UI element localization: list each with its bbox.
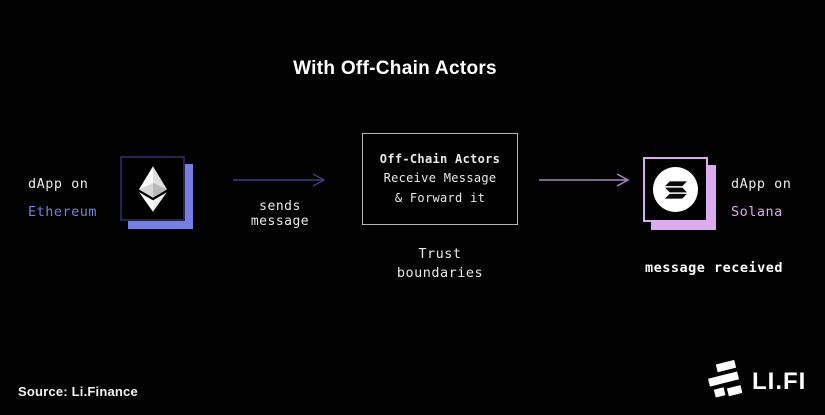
- trust-boundaries-caption: Trust boundaries: [380, 245, 500, 283]
- solana-icon-circle: [653, 167, 698, 212]
- off-chain-actors-line2: Receive Message: [383, 171, 497, 186]
- target-chain-name: Solana: [731, 204, 783, 220]
- off-chain-actors-box: Off-Chain Actors Receive Message & Forwa…: [362, 133, 518, 225]
- lifi-logo-icon: [707, 360, 742, 398]
- source-node-label: dApp on Ethereum: [28, 170, 97, 226]
- source-credit: Source: Li.Finance: [18, 384, 138, 399]
- arrow-sends-message: [233, 173, 326, 187]
- diagram-title: With Off-Chain Actors: [293, 58, 497, 79]
- off-chain-actors-title: Off-Chain Actors: [379, 151, 501, 166]
- ethereum-icon: [138, 165, 167, 212]
- source-node-line1: dApp on: [28, 176, 89, 192]
- lifi-brand-text: LI.FI: [752, 368, 807, 395]
- trust-caption-line2: boundaries: [396, 265, 484, 281]
- source-chain-name: Ethereum: [28, 204, 98, 220]
- target-node-line1: dApp on: [731, 176, 792, 192]
- solana-tile: [643, 157, 708, 222]
- ethereum-tile: [120, 156, 185, 221]
- message-received-caption: message received: [645, 260, 784, 276]
- solana-icon: [664, 180, 687, 199]
- target-node-label: dApp on Solana: [731, 170, 791, 226]
- arrow-forward-message: [539, 173, 630, 187]
- off-chain-actors-line3: & Forward it: [394, 190, 486, 205]
- trust-caption-line1: Trust: [418, 246, 462, 262]
- solana-node: [643, 157, 717, 231]
- ethereum-node: [120, 156, 194, 230]
- lifi-brand: LI.FI: [706, 360, 806, 402]
- arrow-label: sends message: [250, 199, 310, 229]
